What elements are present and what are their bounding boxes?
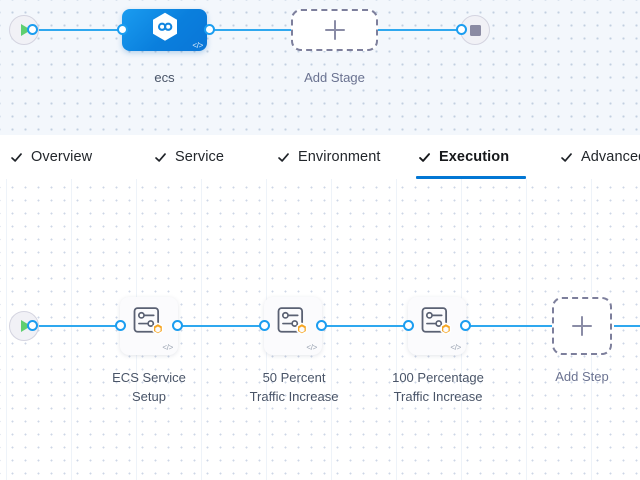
service-hexagon-icon (150, 11, 180, 48)
step-settings-icon (275, 305, 309, 344)
stage-connector-1 (32, 29, 128, 31)
stage-end-port[interactable] (456, 24, 467, 35)
tab-advanced-label: Advanced (581, 149, 640, 165)
tab-advanced[interactable]: Advanced (558, 135, 640, 179)
plus-icon (572, 316, 592, 336)
tab-environment[interactable]: Environment (275, 135, 383, 179)
step-connector-4 (466, 325, 552, 327)
add-stage-button[interactable] (291, 9, 378, 51)
tab-service[interactable]: Service (152, 135, 226, 179)
execution-start-port[interactable] (27, 320, 38, 331)
check-icon (561, 152, 572, 162)
play-icon (20, 24, 31, 36)
stage-node-in-port[interactable] (117, 24, 128, 35)
step-1-label: ECS Service Setup (112, 370, 186, 404)
step-3-out-port[interactable] (460, 320, 471, 331)
add-step-label: Add Step (555, 369, 609, 384)
tab-environment-label: Environment (298, 149, 381, 165)
tab-overview-label: Overview (31, 149, 93, 165)
code-view-icon[interactable]: </> (192, 41, 203, 50)
step-2-label: 50 Percent Traffic Increase (249, 370, 339, 404)
step-settings-icon (419, 305, 453, 344)
execution-canvas[interactable]: </> ECS Service Setup (0, 179, 640, 480)
stage-connector-3 (378, 29, 464, 31)
play-icon (20, 320, 31, 332)
step-3-label: 100 Percentage Traffic Increase (392, 370, 484, 404)
step-1-out-port[interactable] (172, 320, 183, 331)
step-2-out-port[interactable] (316, 320, 327, 331)
check-icon (419, 152, 430, 162)
stage-node-label: ecs (154, 70, 175, 85)
stop-icon (469, 24, 481, 36)
stage-node-out-port[interactable] (204, 24, 215, 35)
step-card-ecs-service-setup[interactable]: </> (120, 297, 178, 355)
check-icon (155, 152, 166, 162)
step-2-in-port[interactable] (259, 320, 270, 331)
plus-icon (324, 20, 345, 40)
step-settings-icon (131, 305, 165, 344)
tab-execution[interactable]: Execution (416, 135, 526, 179)
step-connector-1 (32, 325, 128, 327)
tab-execution-label: Execution (439, 149, 510, 165)
stage-connector-2 (210, 29, 292, 31)
check-icon (278, 152, 289, 162)
code-view-icon[interactable]: </> (450, 343, 461, 352)
code-view-icon[interactable]: </> (162, 343, 173, 352)
code-view-icon[interactable]: </> (306, 343, 317, 352)
stage-start-port[interactable] (27, 24, 38, 35)
step-card-100-percentage-traffic-increase[interactable]: </> (408, 297, 466, 355)
step-connector-3 (322, 325, 410, 327)
step-connector-5 (614, 325, 640, 327)
step-card-50-percent-traffic-increase[interactable]: </> (264, 297, 322, 355)
step-config-tabs: Overview Service Environment Execution A (0, 135, 640, 179)
stage-node-ecs[interactable]: </> (122, 9, 207, 51)
add-step-button[interactable] (552, 297, 612, 355)
step-3-in-port[interactable] (403, 320, 414, 331)
step-connector-2 (178, 325, 266, 327)
check-icon (11, 152, 22, 162)
stage-canvas[interactable]: </> ecs Add Stage (0, 0, 640, 135)
step-1-in-port[interactable] (115, 320, 126, 331)
tab-service-label: Service (175, 149, 225, 165)
tab-overview[interactable]: Overview (8, 135, 94, 179)
add-stage-label: Add Stage (304, 70, 365, 85)
